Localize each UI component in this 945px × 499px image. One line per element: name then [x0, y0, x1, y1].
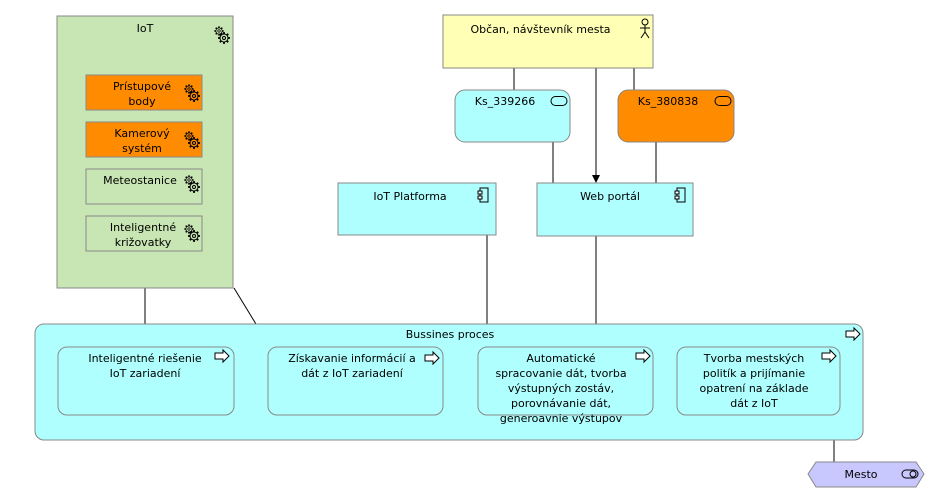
label-p2: Získavanie informácií a dát z IoT zariad… [288, 352, 416, 380]
node-p4[interactable] [676, 346, 841, 416]
label-inteligentne-krizovatky: Inteligentné križovatky [109, 221, 177, 249]
label-p3: Automatické spracovanie dát, tvorba výst… [495, 352, 627, 425]
node-p3[interactable] [477, 346, 654, 416]
label-p1: Inteligentné riešenie IoT zariadení [88, 352, 202, 380]
node-bussines-proces[interactable] [34, 323, 864, 441]
person-icon [640, 18, 650, 39]
node-web-portal[interactable] [536, 182, 694, 237]
node-obcan[interactable] [442, 14, 654, 69]
label-obcan: Občan, návštevník mesta [470, 23, 611, 36]
toggle-icon [901, 469, 919, 479]
label-pristupove-body: Prístupové body [112, 80, 172, 108]
label-bussines-proces: Bussines proces [405, 328, 495, 341]
node-iot-platforma[interactable] [337, 182, 497, 236]
label-mesto: Mesto [844, 468, 878, 481]
label-kamerovy-system: Kamerový systém [114, 127, 170, 155]
node-ks2[interactable] [617, 89, 735, 143]
label-iot: IoT [136, 22, 154, 35]
label-iot-platforma: IoT Platforma [373, 190, 447, 203]
label-web-portal: Web portál [580, 190, 640, 203]
label-ks1: Ks_339266 [474, 95, 536, 108]
node-pristupove-body[interactable] [85, 74, 203, 111]
label-ks2: Ks_380838 [637, 95, 699, 108]
node-p1[interactable] [57, 346, 235, 416]
label-meteostanice: Meteostanice [103, 174, 177, 187]
label-p4: Tvorba mestských politík a prijímanie op… [699, 352, 809, 410]
node-inteligentne-krizovatky[interactable] [85, 215, 203, 252]
node-kamerovy-system[interactable] [85, 121, 203, 158]
node-meteostanice[interactable] [85, 168, 203, 205]
node-p2[interactable] [267, 346, 444, 416]
node-ks1[interactable] [454, 89, 571, 143]
node-mesto[interactable] [807, 461, 925, 488]
